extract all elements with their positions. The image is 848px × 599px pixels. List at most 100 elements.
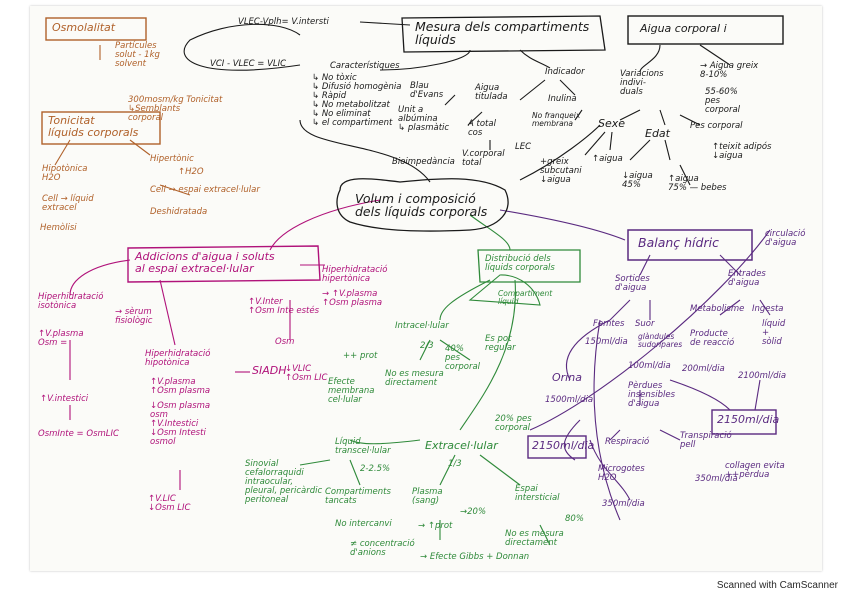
hiperhidratacio-isotonica: Hiperhidratació isotònica [38, 292, 104, 311]
femtes: Femtes [593, 319, 625, 329]
aigua-corporal-title: Aigua corporal i [640, 22, 727, 35]
caracteristiques-list: ↳ No tòxic ↳ Difusió homogènia ↳ Ràpid ↳… [312, 73, 402, 128]
pes-20: 20% pes corporal [495, 414, 532, 433]
compartiment-liquid: Compartiment líquid [498, 289, 553, 306]
efecte-membrana: Efecte membrana cel·lular [328, 377, 375, 405]
hiperhidratacio-hipertonica: Hiperhidratació hipertònica [322, 265, 388, 284]
sortides-aigua: Sortides d'aigua [615, 274, 650, 293]
aigua-bebes: ↑aigua 75% — bebes [668, 174, 727, 193]
pes-corporal-pct: 55-60% pes corporal [705, 87, 741, 115]
orina: Orina [552, 371, 582, 384]
caracteristiques-label: Característiques [330, 61, 400, 71]
microgotes: Microgotes H2O [598, 464, 645, 483]
transpiracio-350: 350ml/dia [695, 474, 738, 484]
edat-label: Edat [645, 127, 670, 140]
blau-info: Unit a albúmina ↳ plasmàtic [398, 105, 450, 133]
glandules-sudoripares: glàndules sudorípares [638, 332, 683, 349]
metabolisme: Metabolisme [690, 304, 745, 314]
liquid-solid: líquid + sòlid [762, 319, 786, 347]
osm-inte-equal: OsmInte = OsmLIC [38, 429, 119, 439]
osmolalitat-desc: Partícules solut - 1kg solvent [115, 41, 160, 69]
vplasma-osm: ↑V.plasma Osm = [38, 329, 84, 348]
respiracio-350: 350ml/dia [602, 499, 645, 509]
sexe-label: Sexe [598, 117, 626, 130]
two-thirds: 2/3 [420, 341, 434, 351]
no-intercanvi: No intercanvi [335, 519, 392, 529]
ingesta: Ingesta [752, 304, 784, 314]
scanner-watermark: Scanned with CamScanner [716, 580, 838, 591]
vic-formula: VCI - VLEC = VLIC [210, 59, 287, 69]
aigua-vellesa: ↓aigua 45% [622, 171, 653, 190]
no-es-mesura-inter: No es mesura directament [505, 529, 564, 548]
pct-2-25: 2-2.5% [360, 464, 391, 474]
hiperhidratacio-hipotonica: Hiperhidratació hipotònica [145, 349, 211, 368]
balanc-hidric-title: Balanç hídric [638, 235, 719, 250]
osmolalitat-title: Osmolalitat [52, 21, 116, 34]
distribucio-title: Distribució dels líquids corporals [485, 254, 555, 273]
serum-fisiologic: → sèrum fisiològic [115, 307, 153, 326]
plasma-sang: Plasma (sang) [412, 487, 443, 506]
orina-1500: 1500ml/dia [545, 395, 594, 405]
intracellular: Intracel·lular [395, 321, 449, 331]
vlec-formula: VLEC-Vplh= V.intersti [238, 17, 329, 27]
aigua-titulada: Aigua titulada [475, 83, 508, 102]
pes-40: 40% pes corporal [445, 344, 481, 372]
sinovial-list: Sinovial cefalorraquidi intraocular, ple… [245, 459, 323, 505]
teixit-adipos: ↑teixit adipós ↓aigua [712, 142, 772, 161]
respiracio: Respiració [605, 437, 650, 447]
vlic-result: ↑V.LIC ↓Osm LIC [148, 494, 191, 513]
metabolisme-200: 200ml/dia [682, 364, 725, 374]
vplasma-osm-plasma: → ↑V.plasma ↑Osm plasma [322, 289, 383, 308]
aigua-total-cos: A total cos [468, 119, 496, 138]
perdues-insensibles: Pèrdues insensibles d'aigua [628, 381, 675, 409]
vlic-osm: ↓VLIC ↑Osm LIC [285, 364, 328, 383]
aigua-up: ↑aigua [592, 154, 623, 164]
cell-liquid: Cell → líquid extracel [42, 194, 94, 213]
femtes-150: 150ml/dia [585, 337, 628, 347]
no-franqueix: No franqueix membrana [532, 111, 581, 128]
suor: Suor [635, 319, 655, 329]
colageno: collagen evita ++pèrdua [725, 461, 785, 480]
compartiments-tancats: Compartiments tancats [325, 487, 391, 506]
tonicitat-title: Tonicitat líquids corporals [48, 114, 139, 139]
one-third: 1/3 [448, 459, 462, 469]
entrades-total: 2150ml/dia [717, 413, 780, 426]
entrades-aigua: Entrades d'aigua [728, 269, 766, 288]
osm-label: Osm [275, 337, 295, 347]
espai-intersticial: Espai intersticial [515, 484, 560, 503]
volum-corporal-total: V.corporal total [462, 149, 505, 168]
es-pot-regular: Es pot regular [485, 334, 516, 353]
hipertonic: Hipertònic [150, 154, 194, 164]
addicions-title: Addicions d'aigua i soluts al espai extr… [135, 250, 275, 275]
greix-subcutani: +greix subcutani ↓aigua [540, 157, 582, 185]
siadh: SIADH [252, 364, 287, 377]
indicador: Indicador [545, 67, 585, 77]
center-cloud [336, 178, 509, 232]
vplasma-osm-down: ↑V.plasma ↑Osm plasma [150, 377, 211, 396]
pct-20-plasma: →20% [460, 507, 487, 517]
aigua-greix: → Aigua greix 8-10% [700, 61, 759, 80]
variacions-individuals: Variacions indivi- duals [620, 69, 664, 97]
plus-prot: ++ prot [343, 351, 378, 361]
ingesta-2100: 2100ml/dia [738, 371, 787, 381]
hipotonica-list: ↓Osm plasma osm ↑V.Intestici ↓Osm Intest… [150, 401, 211, 447]
transpiracio-pell: Transpiració pell [680, 431, 732, 450]
central-topic: Volum i composició dels líquids corporal… [355, 191, 488, 220]
inulina: Inulina [548, 94, 577, 104]
prot-up: → ↑prot [418, 521, 453, 531]
vinter-osm: ↑V.Inter ↑Osm Inte estés [248, 297, 320, 316]
pct-80: 80% [565, 514, 584, 524]
cell-espai: Cell → espai extracel·lular [150, 185, 260, 195]
concentracio-anions: ≠ concentració d'anions [350, 539, 415, 558]
hipotonica: Hipotònica H2O [42, 164, 88, 183]
circulacio-aigua: circulació d'aigua [765, 229, 806, 248]
hemolisi: Hemòlisi [40, 223, 77, 233]
pes-corporal-label: Pes corporal [690, 121, 743, 131]
suor-100: 100ml/dia [628, 361, 671, 371]
liquid-transcellular: Líquid transcel·lular [335, 437, 391, 456]
blau-evans: Blau d'Evans [410, 81, 444, 100]
no-es-mesura-intra: No es mesura directament [385, 369, 444, 388]
extracellular: Extracel·lular [425, 439, 498, 452]
efecte-gibbs: → Efecte Gibbs + Donnan [420, 552, 530, 562]
